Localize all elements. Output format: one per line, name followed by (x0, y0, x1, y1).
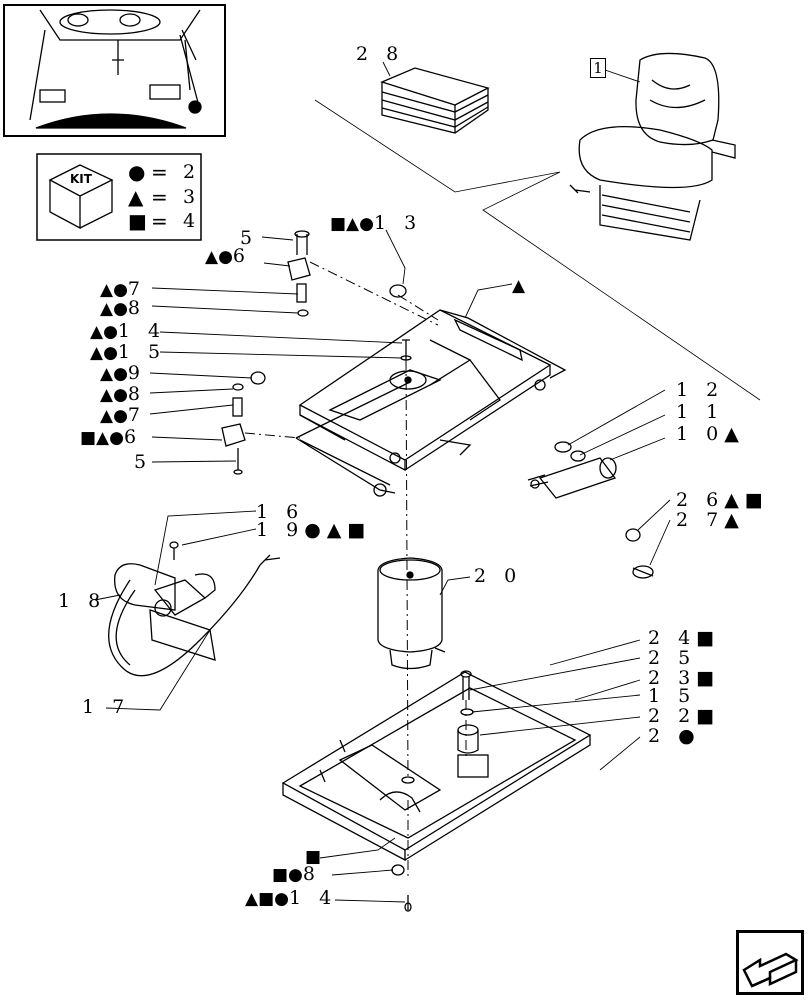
kit-eq-triangle: = (151, 185, 168, 209)
callout-14-upper[interactable]: ▲●1 4 (90, 320, 167, 342)
callout-square[interactable]: ■ (305, 847, 322, 867)
callout-26[interactable]: 2 6▲■ (676, 489, 769, 511)
kit-symbol-circle: ● (128, 160, 146, 184)
callout-11[interactable]: 1 1 (676, 401, 725, 423)
kit-legend-frame (36, 153, 202, 241)
callout-triangle[interactable]: ▲ (512, 276, 526, 296)
callout-6-upper[interactable]: ▲●6 (205, 245, 252, 267)
air-compressor-assembly (108, 541, 281, 677)
kit-symbol-triangle: ▲ (128, 185, 144, 209)
callout-8-base[interactable]: ■●8 (272, 863, 321, 885)
callout-9[interactable]: ▲●9 (100, 362, 147, 384)
small-parts-right (625, 528, 654, 579)
small-parts-upper (221, 230, 412, 475)
air-spring (377, 557, 446, 670)
callout-16[interactable]: 1 6 (256, 501, 305, 523)
suspension-base-frame (281, 671, 592, 862)
callout-28[interactable]: 2 8 (356, 43, 405, 65)
callout-19[interactable]: 1 9●▲■ (256, 519, 372, 541)
callout-7-upper[interactable]: ▲●7 (100, 278, 147, 300)
callout-8-lower[interactable]: ▲●8 (100, 383, 147, 405)
kit-value-circle: 2 (183, 161, 196, 183)
next-page-arrow-icon (736, 930, 804, 995)
callout-box-1[interactable]: 1 (590, 58, 606, 78)
callout-18[interactable]: 1 8 (58, 590, 107, 612)
callout-25[interactable]: 2 5 (648, 647, 697, 669)
callout-6-lower[interactable]: ■▲●6 (80, 426, 143, 448)
callout-12[interactable]: 1 2 (676, 379, 725, 401)
callout-7-lower[interactable]: ▲●7 (100, 404, 147, 426)
callout-22[interactable]: 2 2■ (648, 705, 721, 727)
kit-label: KIT (70, 172, 92, 186)
kit-symbol-square: ■ (128, 209, 147, 233)
assembly-centerlines (244, 261, 467, 880)
leader-lines (94, 61, 671, 903)
callout-5-lower[interactable]: 5 (134, 451, 153, 473)
callout-24[interactable]: 2 4■ (648, 627, 721, 649)
kit-value-square: 4 (183, 210, 196, 232)
kit-eq-circle: = (151, 160, 168, 184)
callout-5-upper[interactable]: 5 (240, 227, 259, 249)
callout-13[interactable]: ■▲●1 3 (330, 212, 423, 234)
callout-15-lower[interactable]: 1 5 (648, 685, 697, 707)
callout-8-upper[interactable]: ▲●8 (100, 297, 147, 319)
suspension-upper-frame (295, 309, 567, 497)
complete-seat-1 (569, 52, 736, 241)
callout-27[interactable]: 2 7▲ (676, 509, 745, 531)
callout-14-base[interactable]: ▲■●1 4 (245, 887, 338, 909)
kit-value-triangle: 3 (183, 186, 196, 208)
location-thumbnail (3, 4, 226, 137)
callout-23[interactable]: 2 3■ (648, 667, 721, 689)
shock-absorber (527, 441, 617, 499)
callout-21[interactable]: 2 ● (648, 725, 701, 747)
callout-10[interactable]: 1 0▲ (676, 423, 745, 445)
callout-17[interactable]: 1 7 (82, 696, 131, 718)
next-page-button[interactable] (736, 930, 804, 995)
callout-15-upper[interactable]: ▲●1 5 (90, 341, 167, 363)
kit-eq-square: = (151, 209, 168, 233)
small-parts-base (391, 670, 479, 912)
callout-20[interactable]: 2 0 (474, 565, 523, 587)
seat-cushion-28 (380, 67, 490, 134)
